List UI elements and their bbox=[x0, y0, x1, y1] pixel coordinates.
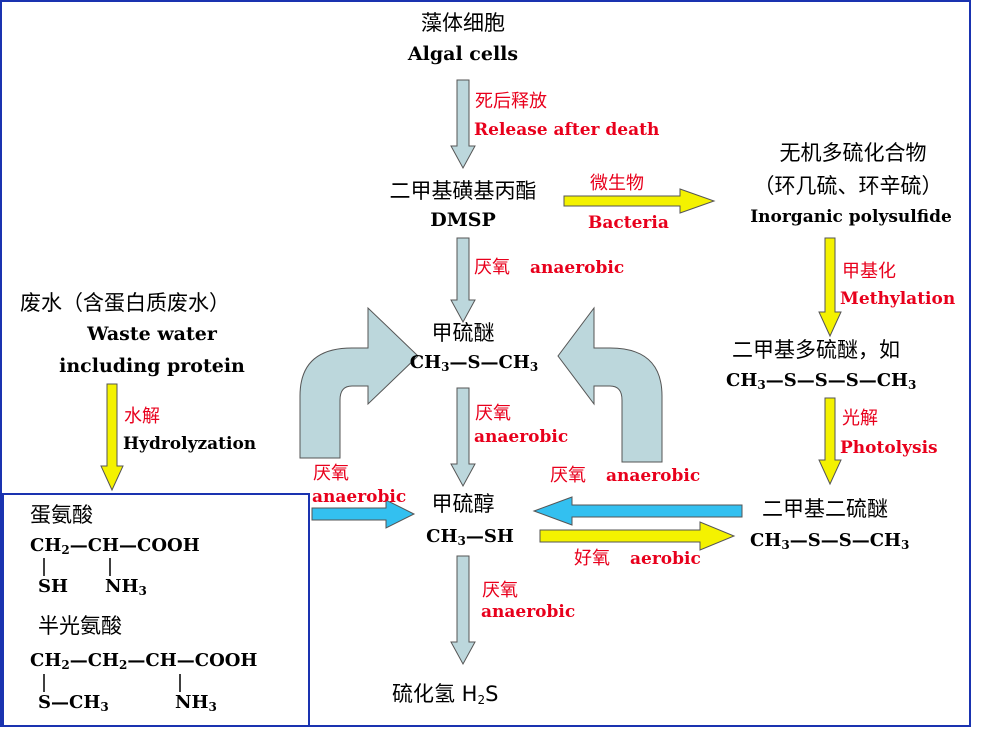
methylation-label-zh: 甲基化 bbox=[842, 261, 896, 282]
algal-cells-en: Algal cells bbox=[407, 43, 519, 65]
bacteria-label-zh: 微生物 bbox=[590, 173, 644, 194]
methylation-label-en: Methylation bbox=[840, 289, 956, 309]
dmps-formula: CH3—S—S—S—CH3 bbox=[726, 370, 917, 392]
polysulfide-zh2: （环几硫、环辛硫） bbox=[753, 174, 943, 198]
anaerobic-label-1-en: anaerobic bbox=[530, 258, 625, 278]
arrow-dms-to-mesh bbox=[450, 387, 476, 488]
dms-formula: CH3—S—CH3 bbox=[409, 352, 539, 374]
anaerobic-label-4-zh: 厌氧 bbox=[550, 465, 586, 486]
arrow-dmsp-to-polysulfide bbox=[563, 188, 716, 214]
anaerobic-label-3-en: anaerobic bbox=[312, 487, 407, 507]
arrow-dmsp-to-dms bbox=[450, 237, 476, 324]
anaerobic-label-2-zh: 厌氧 bbox=[475, 403, 511, 424]
arrow-mesh-to-h2s bbox=[450, 555, 476, 666]
anaerobic-label-2-en: anaerobic bbox=[474, 427, 569, 447]
wastewater-en-2: including protein bbox=[59, 355, 245, 377]
dmds-zh: 二甲基二硫醚 bbox=[762, 497, 888, 521]
anaerobic-label-5-zh: 厌氧 bbox=[482, 580, 518, 601]
arrow-polysulfide-to-dmps bbox=[818, 237, 842, 338]
dms-zh: 甲硫醚 bbox=[431, 321, 495, 345]
photolysis-label-zh: 光解 bbox=[842, 408, 878, 429]
polysulfide-zh: 无机多硫化合物 bbox=[779, 141, 927, 165]
dmds-formula: CH3—S—S—CH3 bbox=[750, 530, 910, 552]
bacteria-label-en: Bacteria bbox=[588, 213, 669, 233]
cysteine-sch3: S—CH3 bbox=[38, 692, 109, 714]
wastewater-zh: 废水（含蛋白质废水） bbox=[20, 291, 230, 315]
polysulfide-en: Inorganic polysulfide bbox=[750, 207, 952, 227]
arrow-dmps-to-dmds bbox=[818, 397, 842, 486]
photolysis-label-en: Photolysis bbox=[840, 438, 938, 458]
cysteine-formula: CH2—CH2—CH—COOH bbox=[30, 650, 258, 672]
methionine-formula: CH2—CH—COOH bbox=[30, 535, 200, 557]
amino-acid-box bbox=[2, 493, 310, 727]
cysteine-nh3: NH3 bbox=[175, 692, 217, 714]
cysteine-zh: 半光氨酸 bbox=[38, 614, 122, 638]
dmsp-en: DMSP bbox=[430, 209, 496, 231]
mesh-formula: CH3—SH bbox=[426, 526, 514, 548]
curved-arrow-mesh-to-dms-left bbox=[299, 306, 419, 459]
hydrolysis-label-en: Hydrolyzation bbox=[123, 434, 257, 454]
dmsp-zh: 二甲基磺基丙酯 bbox=[389, 179, 537, 203]
arrow-mesh-to-dmds bbox=[539, 521, 736, 551]
arrow-waste-to-amino bbox=[100, 383, 124, 492]
release-label-zh: 死后释放 bbox=[475, 91, 547, 112]
methionine-nh3: NH3 bbox=[105, 576, 147, 598]
arrow-amino-to-mesh bbox=[311, 499, 416, 529]
aerobic-label-en: aerobic bbox=[630, 549, 701, 569]
h2s-label: 硫化氢 H2S bbox=[392, 682, 499, 707]
arrow-dmds-to-mesh bbox=[532, 496, 743, 526]
anaerobic-label-1-zh: 厌氧 bbox=[474, 257, 510, 278]
release-label-en: Release after death bbox=[474, 120, 660, 140]
hydrolysis-label-zh: 水解 bbox=[124, 406, 160, 427]
anaerobic-label-5-en: anaerobic bbox=[481, 602, 576, 622]
aerobic-label-zh: 好氧 bbox=[574, 548, 610, 569]
anaerobic-label-4-en: anaerobic bbox=[606, 466, 701, 486]
methionine-sh: SH bbox=[38, 576, 69, 597]
mesh-zh: 甲硫醇 bbox=[431, 492, 495, 516]
dmps-zh: 二甲基多硫醚，如 bbox=[732, 338, 900, 362]
arrow-algal-to-dmsp bbox=[450, 79, 476, 170]
anaerobic-label-3-zh: 厌氧 bbox=[313, 463, 349, 484]
diagram-frame bbox=[0, 0, 971, 727]
methionine-zh: 蛋氨酸 bbox=[30, 503, 93, 527]
curved-arrow-mesh-to-dms-right bbox=[557, 306, 663, 463]
algal-cells-zh: 藻体细胞 bbox=[421, 11, 505, 35]
wastewater-en-1: Waste water bbox=[87, 323, 217, 345]
